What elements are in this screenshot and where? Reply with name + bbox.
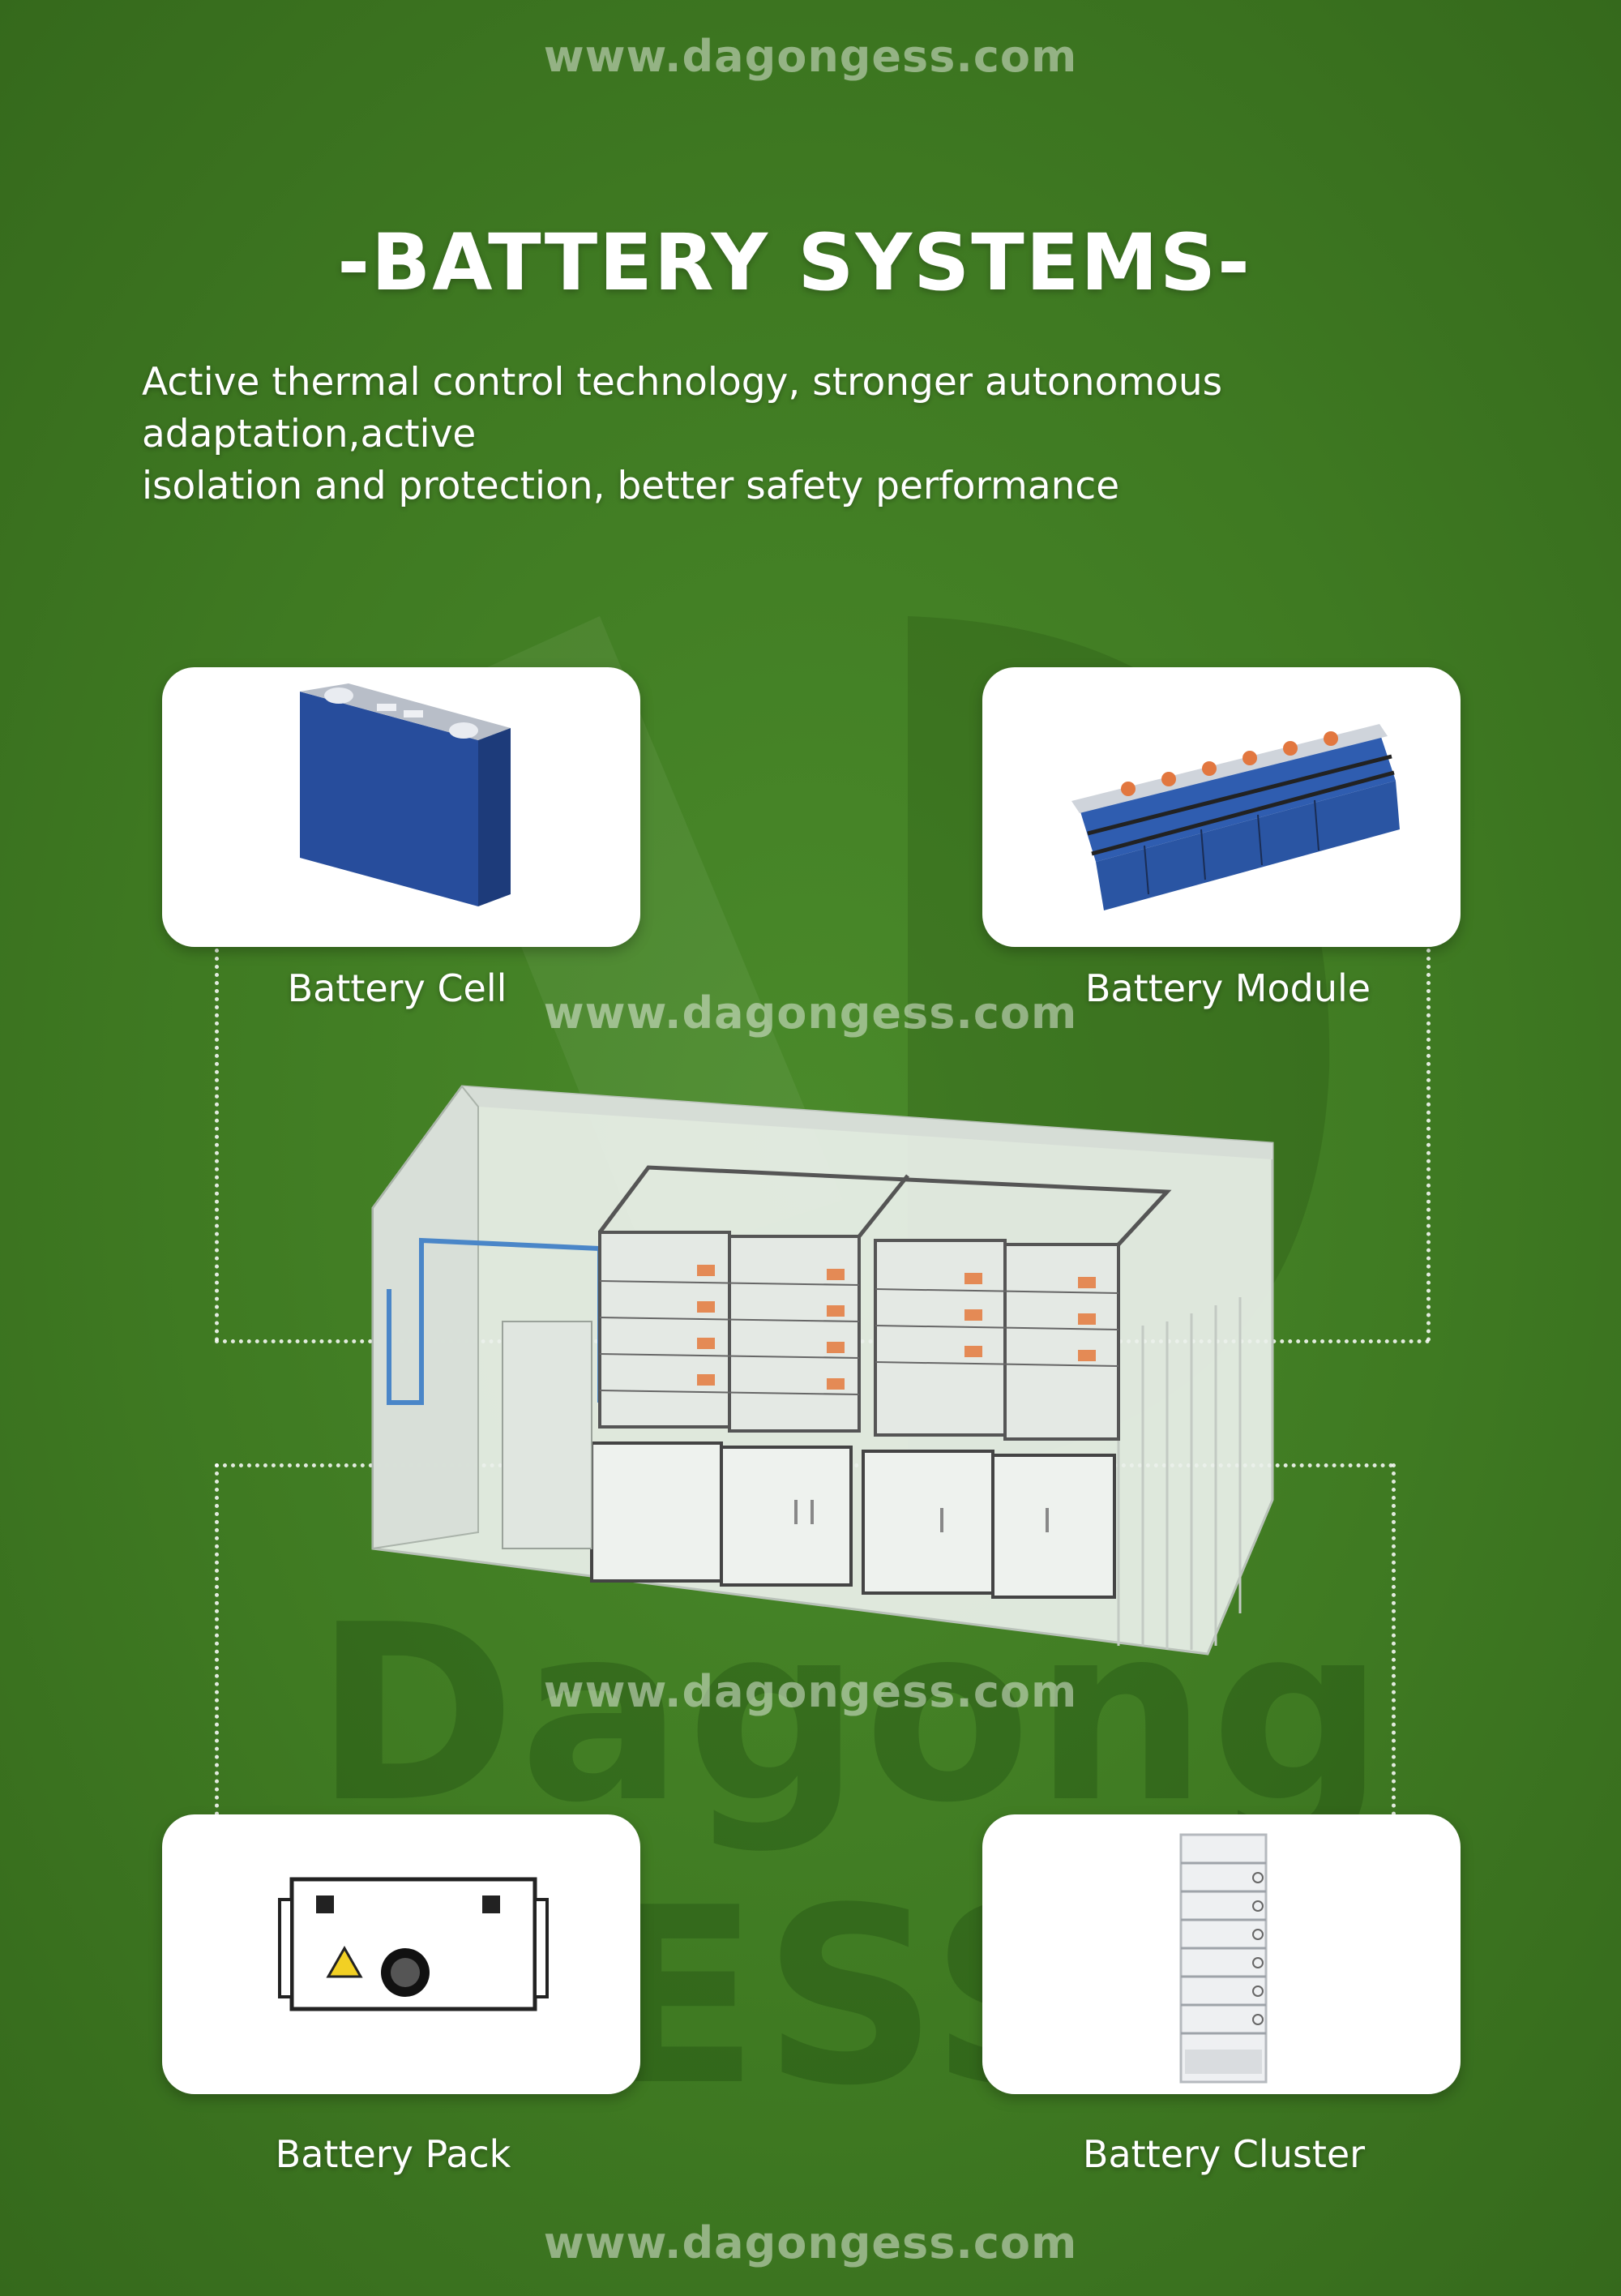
connector-cell-vertical bbox=[215, 949, 219, 1342]
connector-pack-vertical bbox=[215, 1463, 219, 1816]
battery-cell-label: Battery Cell bbox=[287, 966, 507, 1010]
battery-cluster-image bbox=[1179, 1833, 1268, 2084]
watermark-url-lower: www.dagongess.com bbox=[543, 1666, 1078, 1717]
energy-storage-container-image bbox=[371, 1085, 1274, 1656]
battery-cluster-label: Battery Cluster bbox=[1082, 2132, 1366, 2176]
battery-module-label: Battery Module bbox=[1084, 966, 1371, 1010]
subtitle-line-2: isolation and protection, better safety … bbox=[142, 464, 1120, 508]
connector-cluster-vertical bbox=[1392, 1463, 1396, 1816]
watermark-url-top: www.dagongess.com bbox=[543, 31, 1078, 82]
page-title: -BATTERY SYSTEMS- bbox=[337, 217, 1251, 308]
battery-cell-card bbox=[162, 667, 640, 947]
battery-module-card bbox=[982, 667, 1461, 947]
battery-pack-label: Battery Pack bbox=[275, 2132, 511, 2176]
watermark-url-mid: www.dagongess.com bbox=[543, 987, 1078, 1039]
page-subtitle: Active thermal control technology, stron… bbox=[142, 357, 1520, 512]
connector-module-vertical bbox=[1426, 949, 1431, 1342]
battery-module-image bbox=[1071, 724, 1400, 910]
battery-cell-image bbox=[300, 683, 511, 906]
battery-pack-image bbox=[278, 1877, 549, 2011]
battery-cluster-card bbox=[982, 1814, 1461, 2094]
subtitle-line-1: Active thermal control technology, stron… bbox=[142, 360, 1223, 456]
watermark-url-bottom: www.dagongess.com bbox=[543, 2217, 1078, 2268]
battery-pack-card bbox=[162, 1814, 640, 2094]
